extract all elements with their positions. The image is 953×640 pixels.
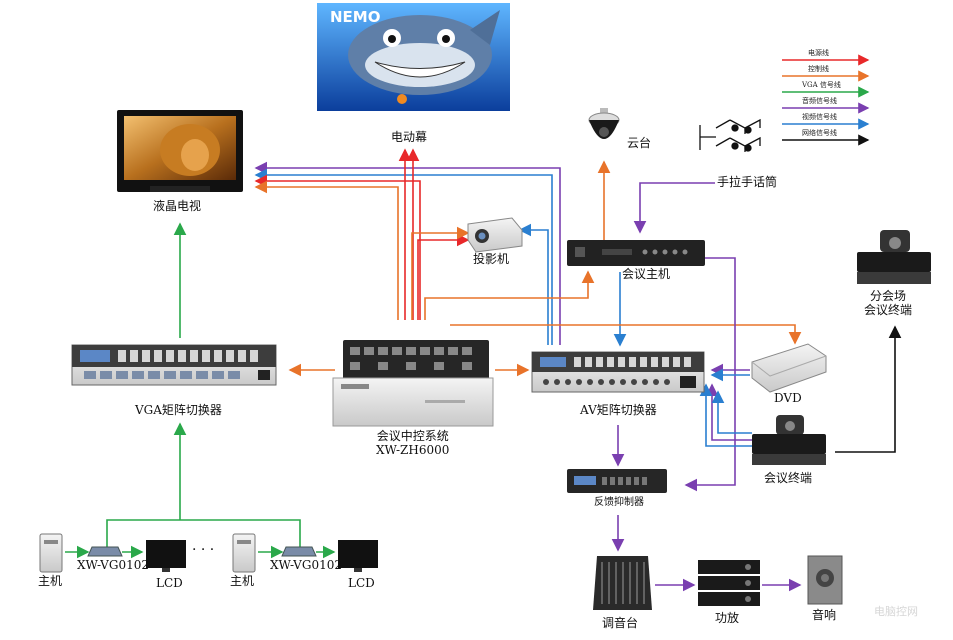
label-handheld-mic: 手拉手话筒: [717, 175, 778, 189]
power-line-tv: [254, 174, 421, 320]
label-branch-terminal: 分会场 会议终端: [864, 289, 913, 318]
legend-label-power: 电源线: [808, 49, 829, 57]
label-mixer: 调音台: [602, 616, 639, 630]
vga-matrix-image: [71, 344, 277, 386]
dvd-image: [751, 343, 827, 393]
label-speaker: 音响: [812, 608, 837, 622]
video-line-projector: [518, 223, 549, 345]
audio-line-mic: [633, 182, 715, 234]
label-central-ctrl: 会议中控系统 XW-ZH6000: [376, 429, 450, 458]
av-matrix-image: [531, 351, 705, 393]
label-vga-matrix: VGA矩阵切换器: [135, 403, 222, 417]
connection-lines: [65, 148, 902, 592]
label-conf-host: 会议主机: [622, 267, 671, 281]
label-av-matrix: AV矩阵切换器: [580, 403, 657, 417]
power-line-projector: [417, 233, 470, 320]
label-central-ctrl-line1: 会议中控系统: [376, 429, 449, 443]
extender-2-image: [281, 546, 317, 557]
label-amplifier: 功放: [715, 611, 740, 625]
label-dvd: DVD: [774, 391, 802, 405]
poster-title: NEMO: [330, 8, 380, 26]
control-line-projector: [411, 226, 470, 320]
video-line-term: [699, 383, 752, 447]
extender-1-image: [87, 546, 123, 557]
central-control-image: [332, 340, 494, 427]
legend-label-audio: 音频信号线: [802, 97, 837, 105]
mixer-image: [593, 556, 652, 610]
label-pc-2: 主机: [230, 574, 255, 588]
audio-line-host: [684, 257, 736, 492]
label-extender-1: XW-VG0102: [77, 558, 149, 572]
conference-terminal-image: [752, 415, 826, 465]
label-lcd-2: LCD: [348, 576, 375, 590]
legend-label-network: 网络信号线: [802, 129, 837, 137]
pc-2-image: [232, 533, 256, 573]
video-line-tv: [254, 168, 553, 345]
watermark: 电脑控网: [874, 605, 918, 618]
lcd-1-image: [146, 540, 186, 572]
amplifier-image: [698, 560, 760, 606]
label-pc-1: 主机: [38, 574, 63, 588]
label-feedback: 反馈抑制器: [594, 497, 644, 508]
label-lcd-1: LCD: [156, 576, 183, 590]
label-lcd-tv: 液晶电视: [153, 199, 202, 213]
video-line-term-2: [711, 390, 752, 434]
audio-line-tv: [254, 161, 561, 345]
control-line-host: [424, 270, 595, 320]
lcd-2-image: [338, 540, 378, 572]
handheld-mic-image: [699, 118, 761, 152]
nemo-poster: NEMO: [317, 3, 510, 111]
label-screen: 电动幕: [391, 130, 428, 144]
label-branch-terminal-line2: 会议终端: [864, 302, 913, 317]
network-line: [835, 325, 902, 453]
legend-label-vga: VGA 信号线: [802, 81, 841, 89]
control-line-dvd: [450, 324, 802, 345]
feedback-suppressor-image: [567, 469, 667, 493]
legend-label-control: 控制线: [808, 65, 829, 73]
label-branch-terminal-line1: 分会场: [870, 289, 907, 303]
label-extender-2: XW-VG0102: [270, 558, 342, 572]
label-projector: 投影机: [473, 252, 510, 266]
conference-host-image: [567, 240, 705, 266]
lcd-tv-image: [117, 110, 243, 192]
branch-terminal-image: [857, 230, 931, 284]
label-ptz: 云台: [627, 136, 652, 150]
ptz-camera-image: [588, 108, 620, 139]
vga-line-extenders: [106, 519, 301, 548]
projector-image: [467, 217, 523, 253]
label-conf-terminal: 会议终端: [764, 471, 813, 485]
label-central-ctrl-line2: XW-ZH6000: [376, 442, 450, 457]
control-line-tv: [254, 180, 399, 320]
legend-lines: [782, 54, 870, 146]
pc-1-image: [39, 533, 63, 573]
label-dots: · · ·: [192, 542, 215, 558]
legend-label-video: 视频信号线: [802, 113, 837, 121]
speaker-image: [807, 555, 843, 605]
audio-line-term: [705, 383, 752, 441]
